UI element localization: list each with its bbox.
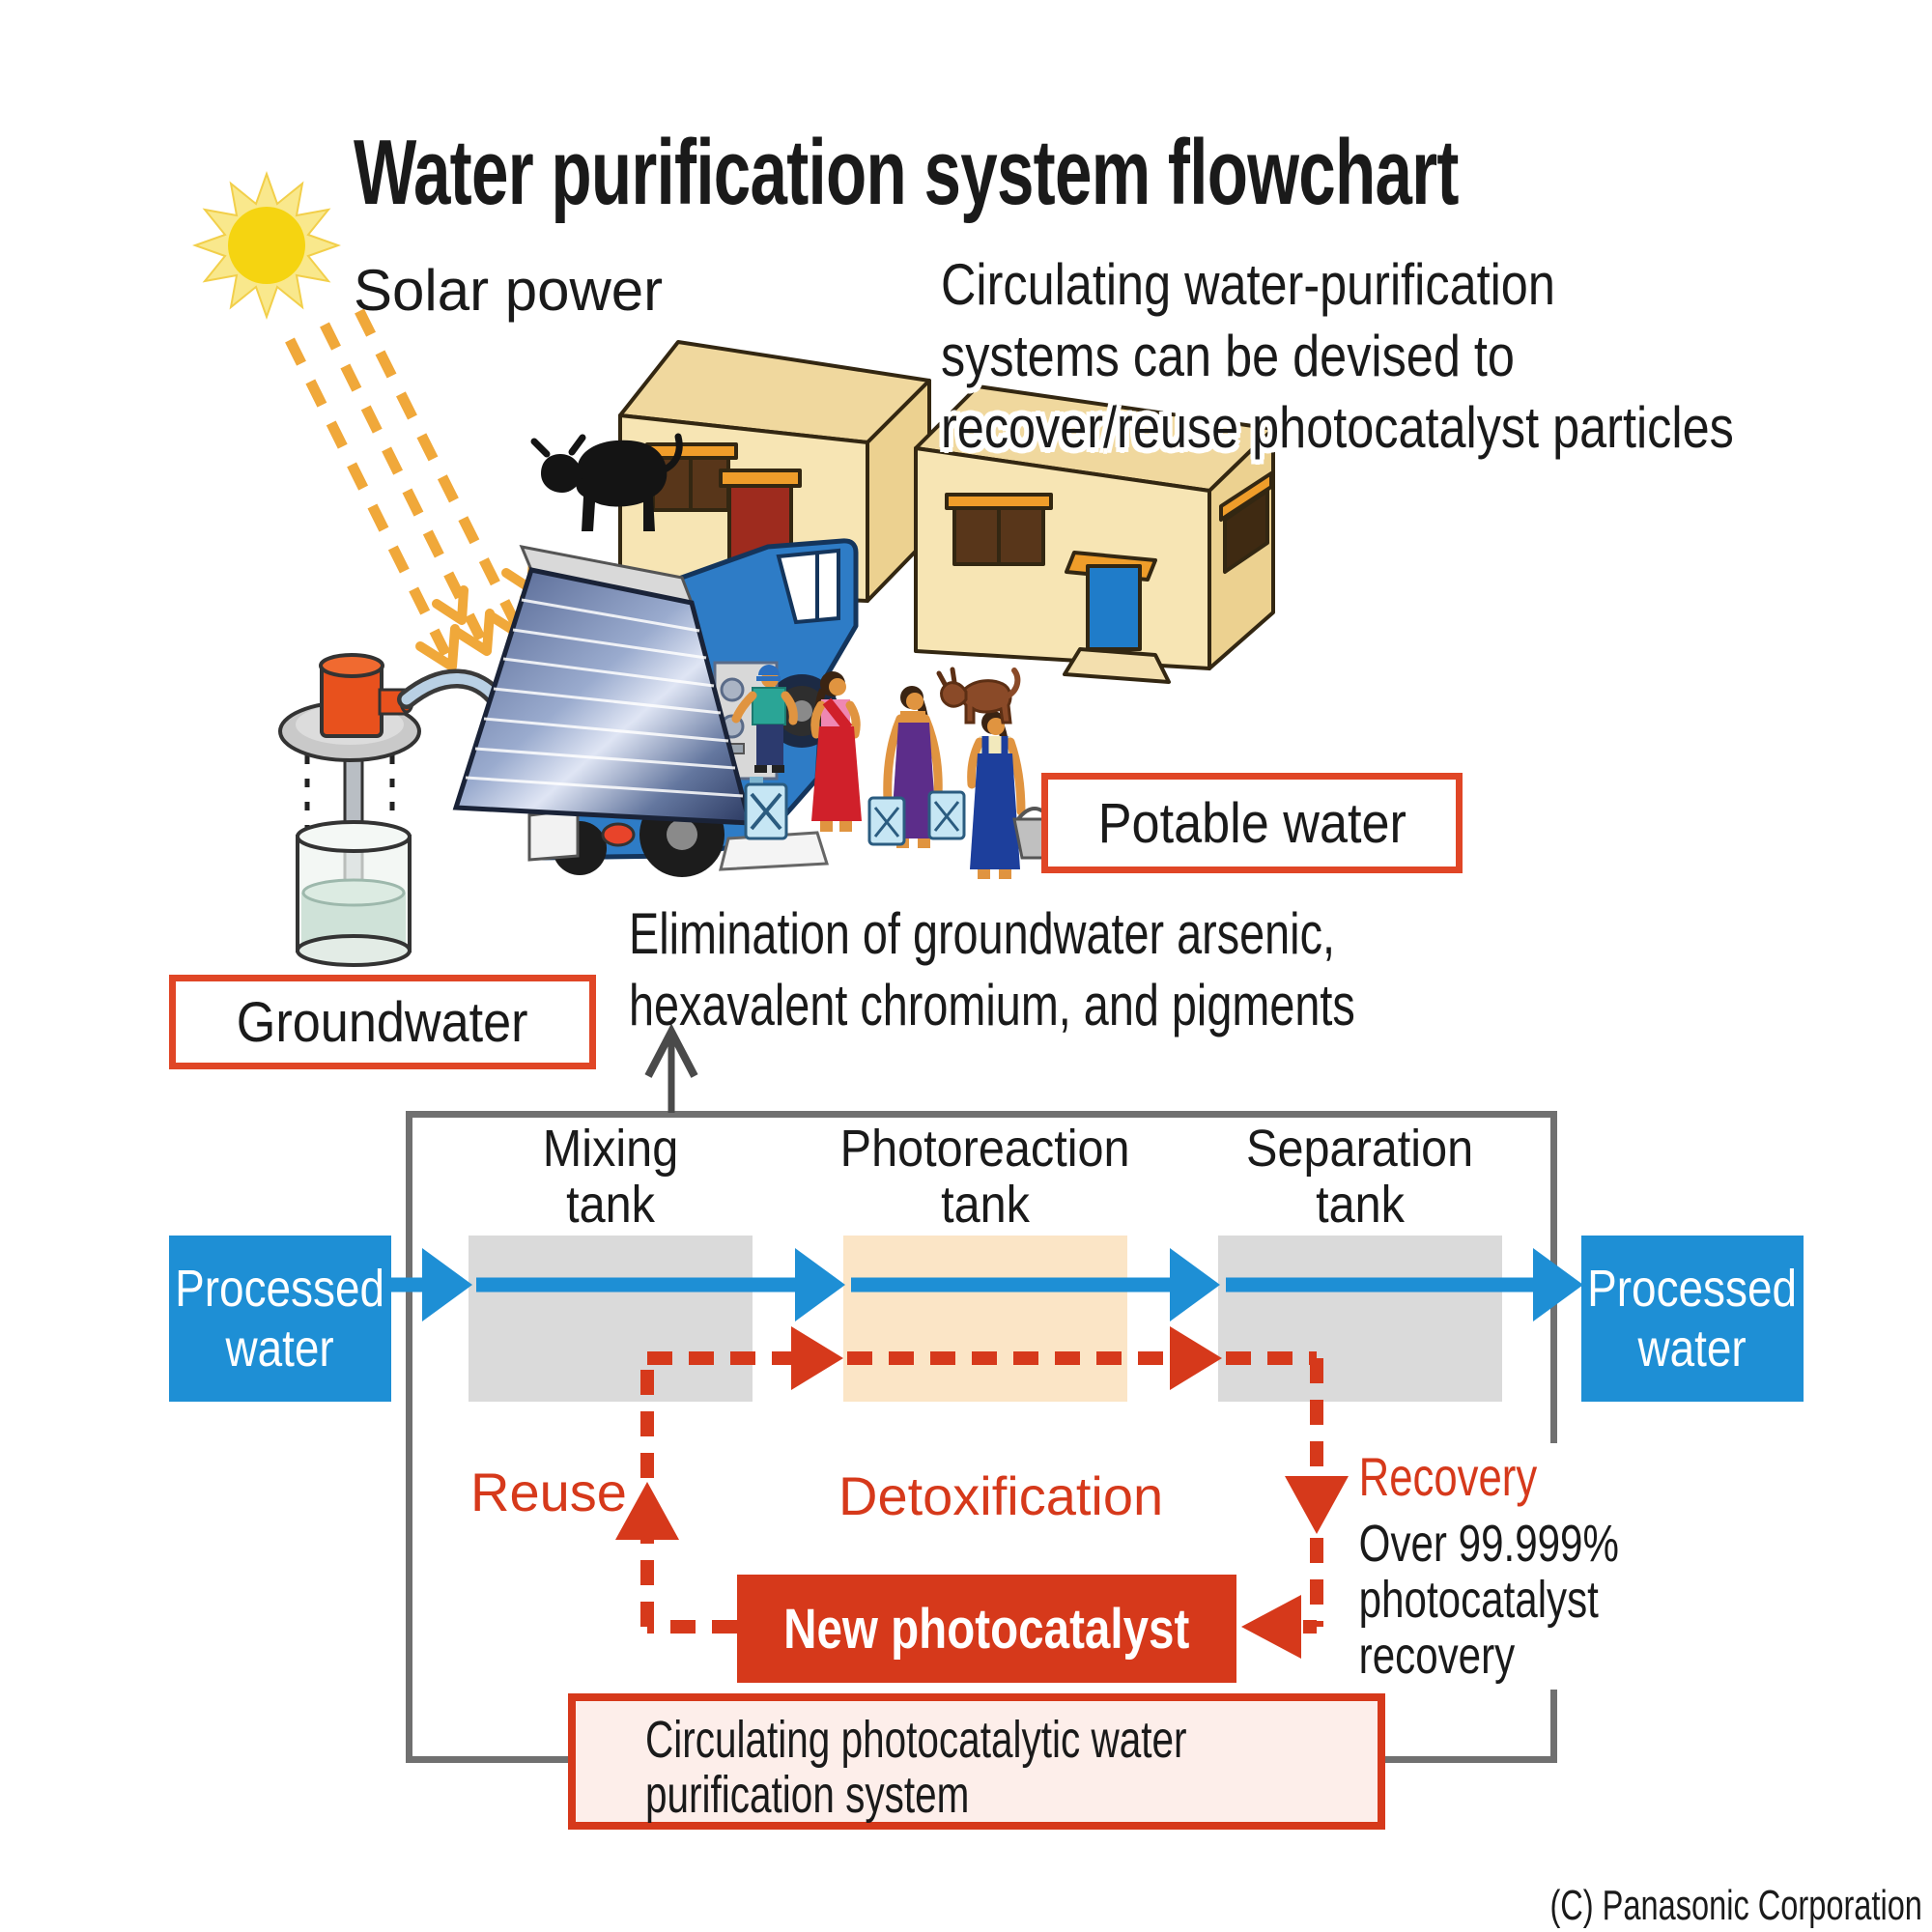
door <box>1086 564 1142 651</box>
groundwater-tag: Groundwater <box>169 975 596 1069</box>
elimination-note: Elimination of groundwater arsenic, hexa… <box>629 901 1355 1037</box>
side-window <box>1223 489 1269 574</box>
separation-tank-box <box>1218 1236 1502 1402</box>
recovery-label: Recovery <box>1358 1446 1538 1507</box>
solar-power-label: Solar power <box>354 258 664 323</box>
up-arrow-icon <box>644 1023 698 1113</box>
operator-figure <box>731 665 798 773</box>
detoxification-label: Detoxification <box>838 1465 1164 1526</box>
tail-light <box>601 822 636 847</box>
house-right-icon <box>914 384 1275 684</box>
new-photocatalyst-box: New photocatalyst <box>737 1575 1236 1683</box>
recovery-note-block: Recovery Over 99.999% photocatalyst reco… <box>1354 1443 1718 1690</box>
groundwater-well-icon <box>278 653 421 967</box>
circulating-note: Circulating water-purification systems c… <box>941 252 1734 460</box>
water-truck-icon <box>452 538 859 877</box>
dog-icon <box>936 667 1021 724</box>
well-cylinder <box>296 820 412 967</box>
villager-blue-dress <box>967 711 1057 879</box>
villager-purple-dress <box>867 686 966 848</box>
well-pump-icon <box>278 653 421 762</box>
water-container-icons <box>867 790 966 846</box>
water-container-icons <box>719 777 830 871</box>
processed-water-output-box: Processed water <box>1581 1236 1804 1402</box>
side-window-awning <box>1219 471 1273 522</box>
villager-red-sari <box>810 671 862 832</box>
system-caption: Circulating photocatalytic water purific… <box>645 1711 1187 1824</box>
potable-water-tag: Potable water <box>1041 773 1463 873</box>
cow-icon <box>530 433 683 531</box>
copyright-notice: (C) Panasonic Corporation <box>1549 1882 1922 1929</box>
sun-icon <box>192 171 341 320</box>
recovery-rate-note: Over 99.999% photocatalyst recovery <box>1358 1515 1619 1685</box>
water-flow-arrows <box>389 1248 1583 1321</box>
doorstep <box>1063 647 1171 684</box>
reuse-label: Reuse <box>470 1462 627 1522</box>
photocatalyst-loop-arrows <box>615 1326 1349 1659</box>
processed-water-input-box: Processed water <box>169 1236 391 1402</box>
system-caption-box: Circulating photocatalytic water purific… <box>568 1693 1385 1830</box>
mixing-tank-box <box>469 1236 753 1402</box>
villager-figures <box>810 667 1057 879</box>
page-title: Water purification system flowchart <box>354 121 1459 224</box>
photoreaction-tank-box <box>843 1236 1127 1402</box>
